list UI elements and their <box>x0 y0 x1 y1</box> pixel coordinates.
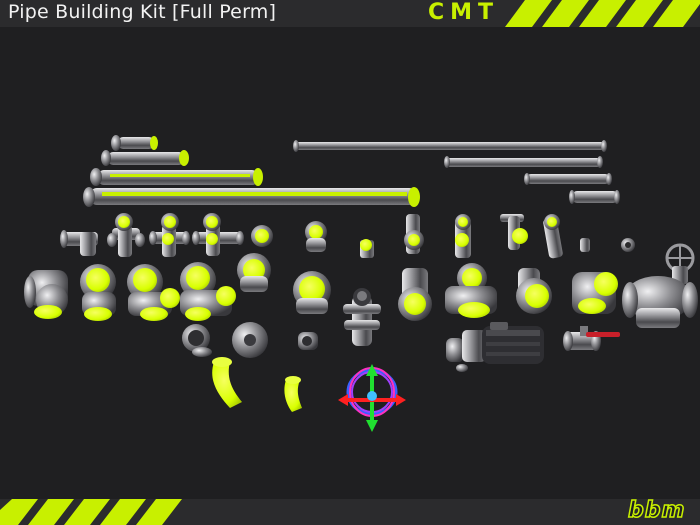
small-fittings-row <box>60 213 635 259</box>
header-stripes <box>505 0 700 27</box>
straight-pipes-left <box>83 135 420 207</box>
pump-motor <box>446 322 544 372</box>
page-title: Pipe Building Kit [Full Perm] <box>8 1 277 23</box>
large-fittings-row <box>24 253 618 346</box>
straight-pipes-right <box>293 140 620 204</box>
ball-valve <box>563 326 620 351</box>
transform-gizmo-icon <box>338 364 406 432</box>
flex-hose-pieces <box>212 357 302 412</box>
footer-stripes <box>0 499 182 525</box>
gate-valve <box>622 243 698 328</box>
brand-logo: CMT <box>428 0 500 25</box>
small-parts-row <box>182 322 318 358</box>
footer-logo: bbm <box>627 497 686 524</box>
